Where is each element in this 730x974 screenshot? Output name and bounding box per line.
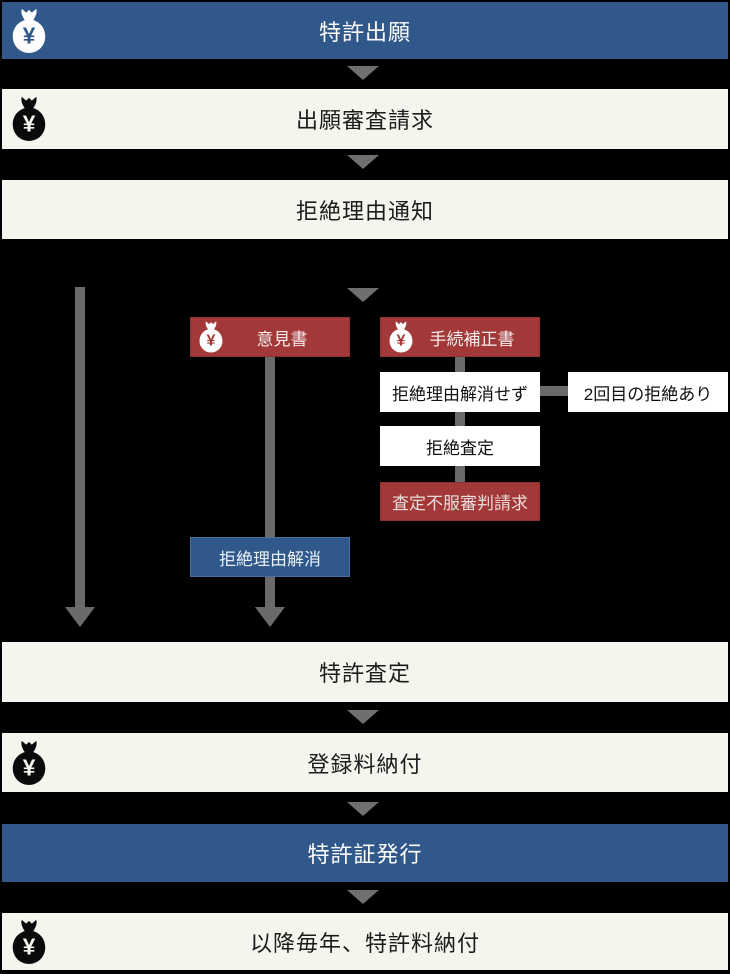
- bar-label: 出願審査請求: [295, 108, 434, 133]
- connector-line: [455, 357, 465, 372]
- opinion-path-line: [265, 577, 275, 608]
- money-bag-icon: ¥: [389, 321, 413, 353]
- box-label: 査定不服審判請求: [392, 494, 528, 513]
- bar-label: 登録料納付: [307, 751, 423, 777]
- bar-rejection-notice: 拒絶理由通知: [2, 180, 728, 239]
- box-label: 拒絶査定: [426, 438, 494, 458]
- box-second-rejection: 2回目の拒絶あり: [568, 372, 728, 412]
- yen-glyph: ¥: [23, 22, 36, 48]
- money-bag-icon: ¥: [12, 8, 46, 54]
- money-bag-icon: ¥: [199, 321, 223, 353]
- connector-line: [455, 412, 465, 426]
- box-label: 意見書: [256, 329, 308, 349]
- bar-label: 特許査定: [318, 661, 411, 686]
- yen-glyph: ¥: [23, 754, 36, 780]
- box-rejection-decision: 拒絶査定: [380, 426, 540, 466]
- box-appeal-request: 査定不服審判請求: [380, 482, 540, 521]
- bar-registration-fee: ¥ 登録料納付: [2, 733, 728, 792]
- connector-line: [455, 466, 465, 482]
- flow-down-arrow-icon: [347, 155, 379, 169]
- flow-down-arrow-icon: [347, 288, 379, 302]
- direct-grant-arrowhead-icon: [65, 607, 95, 627]
- box-procedural-amendment: ¥ 手続補正書: [380, 317, 540, 357]
- box-label: 2回目の拒絶あり: [583, 384, 713, 404]
- bar-label: 以降毎年、特許料納付: [249, 930, 480, 956]
- connector-line: [540, 386, 568, 396]
- opinion-path-arrowhead-icon: [255, 607, 285, 627]
- bar-patent-decision: 特許査定: [2, 642, 728, 702]
- flow-down-arrow-icon: [347, 66, 379, 80]
- bar-patent-application: ¥ 特許出願: [2, 2, 728, 59]
- money-bag-icon: ¥: [12, 919, 46, 965]
- box-written-opinion: ¥ 意見書: [190, 317, 350, 357]
- direct-grant-path-line: [75, 287, 85, 608]
- bar-certificate-issuance: 特許証発行: [2, 824, 728, 882]
- flow-down-arrow-icon: [347, 802, 379, 816]
- yen-glyph: ¥: [397, 333, 406, 350]
- bar-annual-patent-fee: ¥ 以降毎年、特許料納付: [2, 913, 728, 970]
- bar-label: 拒絶理由通知: [295, 198, 434, 224]
- flow-down-arrow-icon: [347, 890, 379, 904]
- box-label: 拒絶理由解消: [219, 549, 321, 569]
- bar-label: 特許証発行: [307, 842, 423, 867]
- box-label: 拒絶理由解消せず: [392, 384, 528, 404]
- bar-label: 特許出願: [318, 19, 411, 45]
- yen-glyph: ¥: [23, 110, 36, 136]
- opinion-path-line: [265, 357, 275, 537]
- box-label: 手続補正書: [429, 329, 515, 349]
- money-bag-icon: ¥: [12, 96, 46, 142]
- money-bag-icon: ¥: [12, 740, 46, 786]
- yen-glyph: ¥: [207, 333, 216, 350]
- bar-examination-request: ¥ 出願審査請求: [2, 89, 728, 149]
- flow-down-arrow-icon: [347, 710, 379, 724]
- yen-glyph: ¥: [23, 933, 36, 959]
- box-rejection-resolved: 拒絶理由解消: [190, 537, 350, 577]
- box-rejection-not-resolved: 拒絶理由解消せず: [380, 372, 540, 412]
